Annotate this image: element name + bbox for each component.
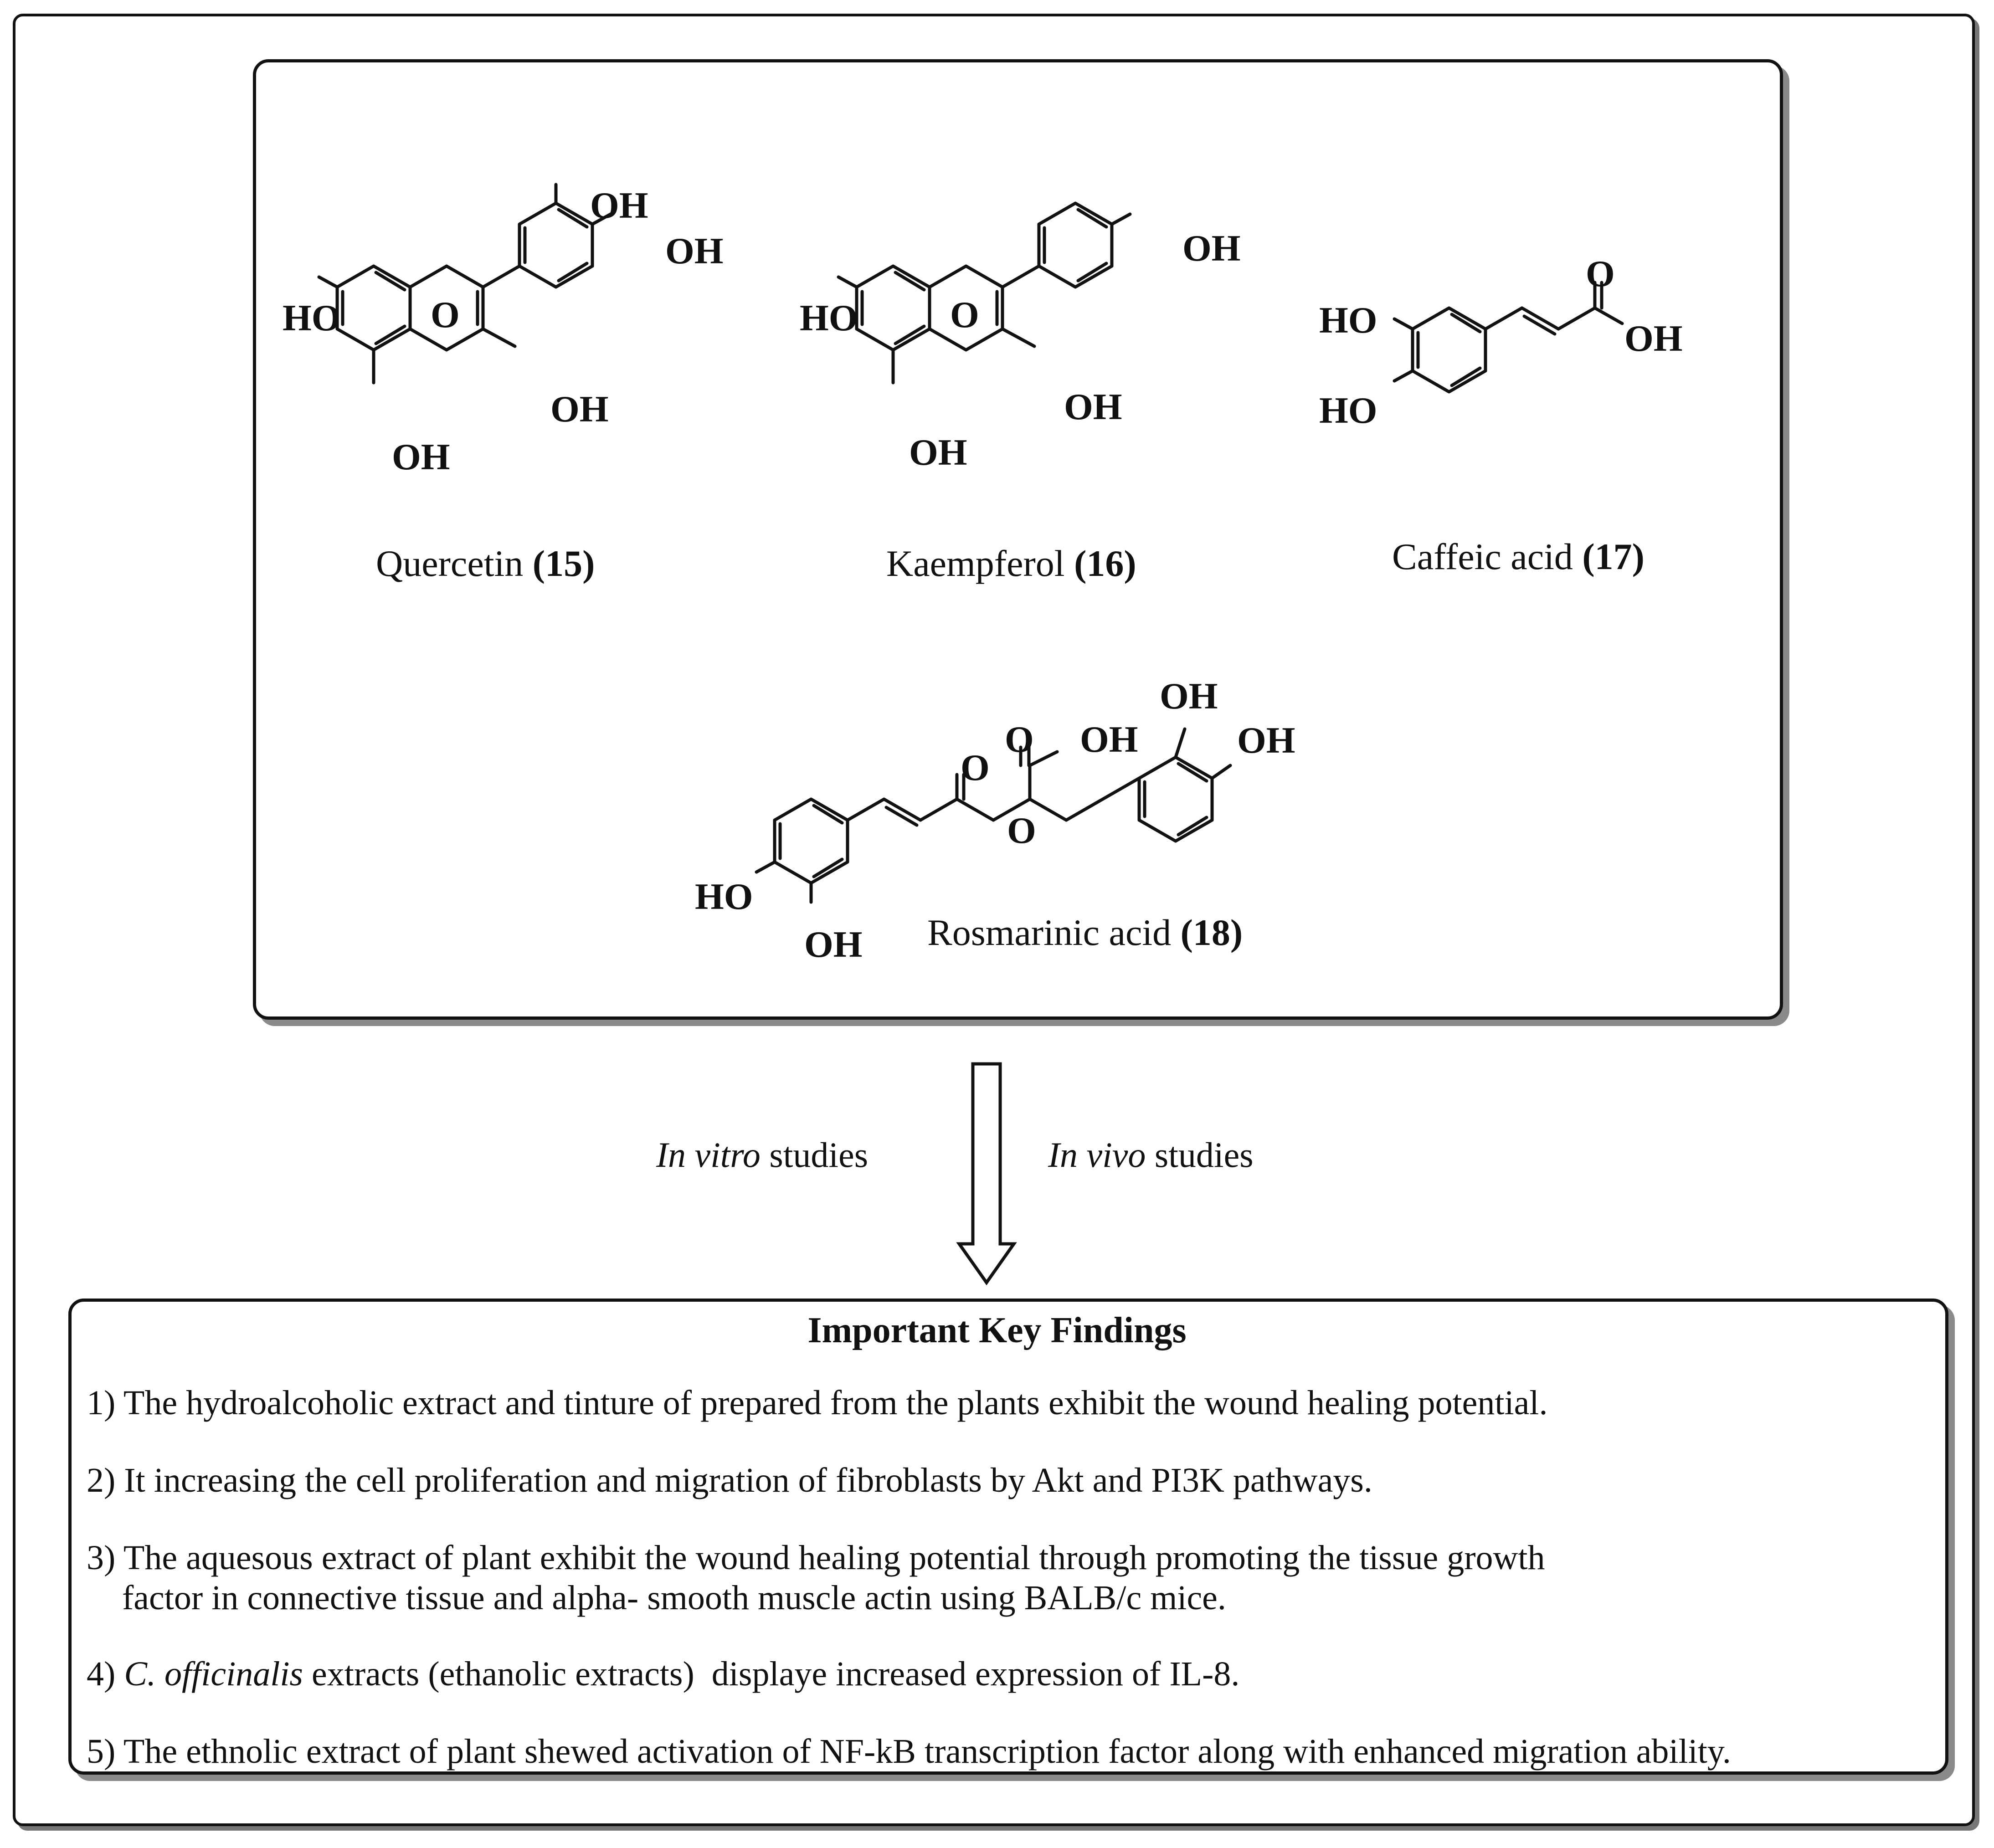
oh-label: OH [1624,318,1683,359]
oh-label: OH [665,230,724,272]
kaempferol-caption: Kaempferol (16) [886,542,1136,585]
compounds-panel [253,59,1783,1020]
finding-4-rest: extracts (ethanolic extracts) displaye i… [303,1655,1240,1693]
ho-label: HO [800,297,858,339]
carbonyl-o-label: O [1586,253,1615,294]
ho-label: HO [695,876,753,917]
oh-label: OH [590,185,648,226]
compound-number: (16) [1074,543,1136,584]
ring-o-label: O [950,294,979,335]
rosmarinic-acid-caption: Rosmarinic acid (18) [927,911,1243,954]
ring-o-label: O [431,294,460,335]
down-arrow [956,1062,1017,1286]
compound-number: (17) [1582,536,1645,577]
finding-1: 1) The hydroalcoholic extract and tintur… [87,1384,1548,1422]
oh-label: OH [1237,719,1295,761]
finding-3: 3) The aquesous extract of plant exhibit… [87,1538,1545,1618]
in-vitro-label: In vitro studies [656,1134,868,1176]
ho-label: HO [1319,299,1377,341]
compound-name: Rosmarinic acid [927,912,1172,953]
quercetin-caption: Quercetin (15) [376,542,595,585]
ho-label: HO [283,297,341,339]
finding-3-line-2: factor in connective tissue and alpha- s… [122,1579,1226,1617]
finding-4-prefix: 4) [87,1655,124,1693]
carbonyl-o-label: O [961,747,990,788]
oh-label: OH [804,924,863,965]
oh-label: OH [550,388,609,430]
oh-label: OH [1080,719,1138,760]
compound-name: Kaempferol [886,543,1065,584]
oh-label: OH [392,436,450,477]
finding-4-italic: C. officinalis [124,1655,303,1693]
oh-label: OH [1160,675,1218,717]
caffeic-acid-caption: Caffeic acid (17) [1392,535,1645,578]
carbonyl-o-label: O [1005,719,1034,760]
findings-title: Important Key Findings [807,1310,1187,1350]
oh-label: OH [1182,227,1241,269]
ester-o-label: O [1007,810,1036,851]
compound-number: (18) [1180,912,1243,953]
findings-panel [68,1299,1948,1775]
oh-label: OH [1064,386,1122,427]
in-vivo-rest: studies [1146,1135,1254,1175]
in-vivo-label: In vivo studies [1048,1134,1254,1176]
compound-number: (15) [532,543,595,584]
oh-label: OH [909,431,967,473]
finding-2: 2) It increasing the cell proliferation … [87,1461,1372,1499]
finding-3-line-1: 3) The aquesous extract of plant exhibit… [87,1539,1545,1577]
ho-label: HO [1319,390,1377,431]
in-vitro-italic: In vitro [656,1135,761,1175]
finding-4: 4) C. officinalis extracts (ethanolic ex… [87,1654,1239,1694]
compound-name: Quercetin [376,543,524,584]
finding-5: 5) The ethnolic extract of plant shewed … [87,1732,1731,1771]
in-vivo-italic: In vivo [1048,1135,1146,1175]
compound-name: Caffeic acid [1392,536,1573,577]
in-vitro-rest: studies [760,1135,869,1175]
